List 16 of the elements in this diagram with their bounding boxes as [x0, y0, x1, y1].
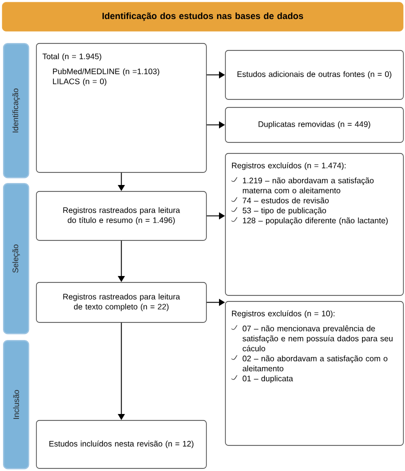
stage-band: Inclusão — [3, 340, 30, 470]
arrow — [206, 71, 225, 78]
process-box: Registros excluídos (n = 1.474): 1.219 – não abordavam a satisfação materna com o aleitamento 74 – estudos de revisão 53 – tipo de publicação 128 – população diferente (não lactante) — [225, 153, 404, 296]
stage-band: Identificação — [3, 43, 30, 178]
process-box: Registros rastreados para leitura do título e resumo (n = 1.496) — [36, 191, 207, 241]
process-box: Total (n = 1.945) PubMed/MEDLINE (n =1.103) LILACS (n = 0) — [36, 43, 207, 173]
process-box: Estudos incluídos nesta revisão (n = 12) — [36, 420, 207, 469]
stage-band: Seleção — [3, 183, 30, 334]
process-box: Registros rastreados para leitura de texto completo (n = 22) — [36, 282, 207, 323]
arrow — [206, 212, 225, 220]
process-box: Estudos adicionais de outras fontes (n = 0) — [225, 50, 404, 100]
title-band: Identificação dos estudos nas bases de dados — [2, 2, 404, 32]
arrow — [206, 121, 225, 128]
process-box: Registros excluídos (n = 10): 07 – não mencionava prevalência de satisfação e nem possuía dados para seu cáculo 02 – não abordavam a satisfação com o aleitamento 01 – duplicata — [225, 301, 404, 446]
arrow — [206, 298, 225, 306]
process-box: Duplicatas removidas (n = 449) — [225, 107, 404, 143]
